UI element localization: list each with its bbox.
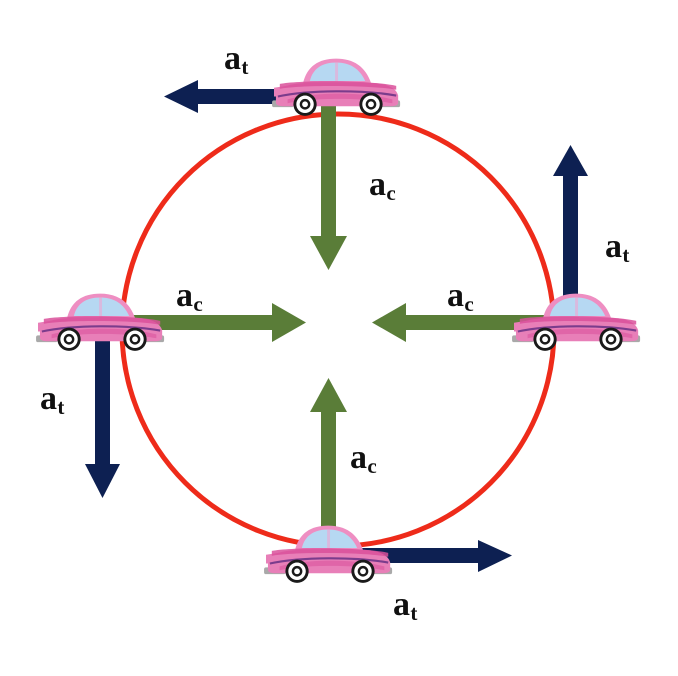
label-symbol: a	[40, 380, 57, 417]
label-tangential-acceleration-left: at	[40, 380, 65, 420]
label-centripetal-acceleration-top: ac	[369, 166, 396, 206]
tangential-vector-left	[85, 326, 120, 498]
tangential-vector-right	[553, 145, 588, 326]
label-subscript: c	[386, 181, 396, 206]
car-top	[270, 57, 402, 117]
centripetal-vector-top	[310, 98, 347, 270]
label-symbol: a	[369, 166, 386, 203]
label-subscript: t	[241, 55, 249, 80]
label-symbol: a	[447, 277, 464, 314]
label-centripetal-acceleration-bottom: ac	[350, 439, 377, 479]
label-subscript: c	[193, 292, 203, 317]
label-symbol: a	[350, 439, 367, 476]
label-subscript: c	[367, 454, 377, 479]
label-centripetal-acceleration-left: ac	[176, 277, 203, 317]
label-symbol: a	[605, 228, 622, 265]
label-tangential-acceleration-right: at	[605, 228, 630, 268]
car-bottom	[262, 524, 394, 584]
label-tangential-acceleration-top: at	[224, 40, 249, 80]
label-symbol: a	[224, 40, 241, 77]
label-subscript: t	[622, 243, 630, 268]
label-tangential-acceleration-bottom: at	[393, 586, 418, 626]
label-subscript: t	[410, 601, 418, 626]
label-subscript: t	[57, 395, 65, 420]
car-right	[510, 292, 642, 352]
label-centripetal-acceleration-right: ac	[447, 277, 474, 317]
label-subscript: c	[464, 292, 474, 317]
label-symbol: a	[176, 277, 193, 314]
label-symbol: a	[393, 586, 410, 623]
centripetal-vector-bottom	[310, 378, 347, 563]
